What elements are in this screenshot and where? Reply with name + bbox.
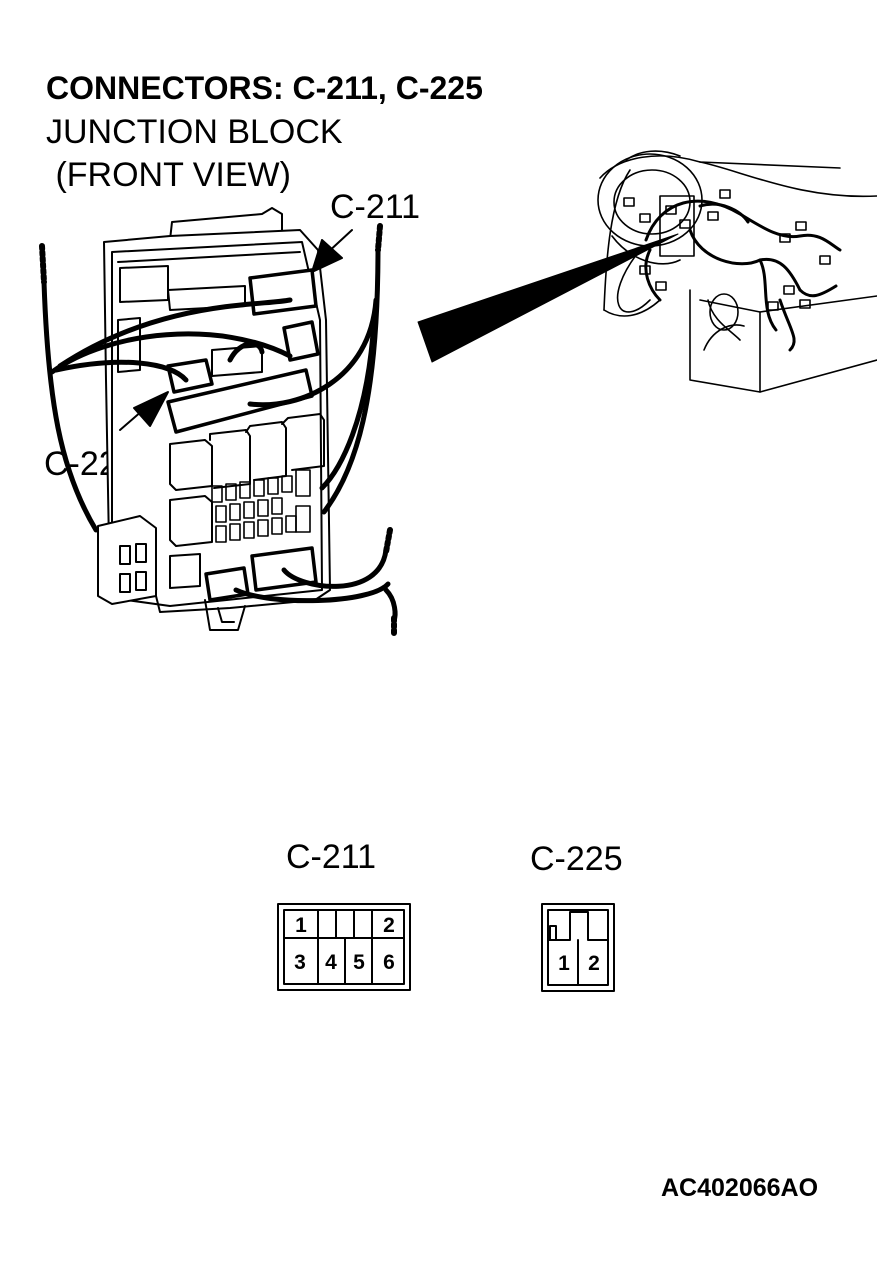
c225-pin-2: 2 [588, 952, 600, 975]
view-caption: (FRONT VIEW) [46, 156, 291, 194]
dashboard-harness [644, 199, 842, 352]
junction-block-caption: JUNCTION BLOCK [46, 113, 343, 151]
c211-pin-4: 4 [325, 951, 337, 974]
callout-c211-label: C-211 [330, 188, 421, 226]
dashboard-locator-view [597, 150, 877, 393]
c211-pin-2: 2 [383, 914, 395, 937]
document-id: AC402066AO [661, 1174, 819, 1202]
c211-connector-face [277, 903, 411, 991]
connector-c211-plugged [248, 268, 318, 316]
c225-pin-1: 1 [558, 952, 570, 975]
connector-c225-plugged [166, 358, 214, 394]
harness-cut-ends [39, 223, 397, 639]
c225-face-label: C-225 [530, 840, 623, 878]
c211-pin-3: 3 [294, 951, 306, 974]
wire-harness [41, 245, 398, 623]
location-pointer [417, 233, 679, 363]
c211-pin-1: 1 [295, 914, 307, 937]
diagram-title: CONNECTORS: C-211, C-225 [46, 70, 483, 106]
c225-connector-face [541, 903, 615, 992]
c211-pin-5: 5 [353, 951, 365, 974]
c211-arrow [311, 229, 353, 273]
c225-arrow [119, 391, 169, 431]
c211-pin-6: 6 [383, 951, 395, 974]
c211-face-label: C-211 [286, 838, 377, 876]
